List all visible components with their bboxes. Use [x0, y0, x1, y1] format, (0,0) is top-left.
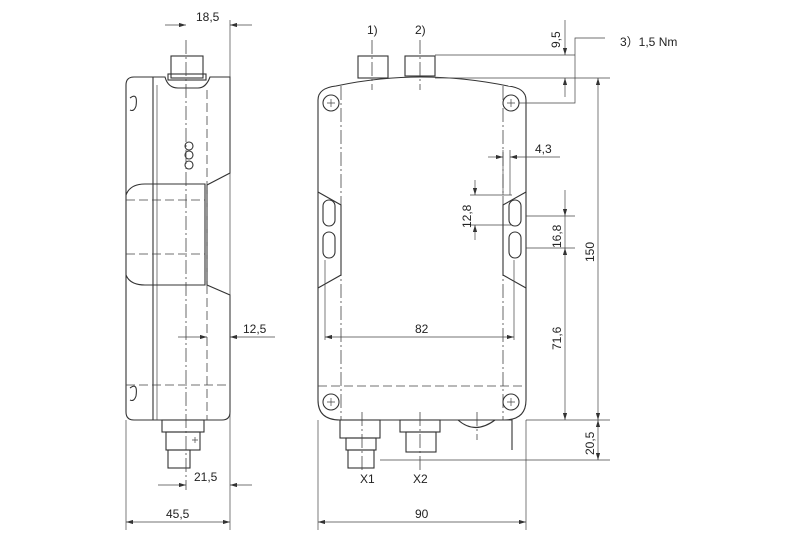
dim-45-5: 45,5 — [166, 507, 190, 521]
dim-18-5: 18,5 — [196, 10, 220, 24]
connector-x1-label: X1 — [360, 472, 375, 486]
dim-12-5: 12,5 — [243, 322, 267, 336]
dim-20-5: 20,5 — [583, 431, 597, 455]
dim-82: 82 — [415, 322, 429, 336]
note-1: 1) — [367, 23, 378, 37]
note-3-torque: 3）1,5 Nm — [620, 35, 677, 49]
side-view: 18,5 12,5 21,5 45,5 — [125, 10, 275, 530]
front-view: 1) 2) X1 X2 3）1,5 Nm 9,5 150 20,5 71,6 1… — [317, 20, 677, 530]
dim-16-8: 16,8 — [550, 224, 564, 248]
dim-9-5: 9,5 — [549, 31, 563, 48]
dim-21-5: 21,5 — [194, 470, 218, 484]
note-2: 2) — [415, 23, 426, 37]
dim-71-6: 71,6 — [550, 326, 564, 350]
connector-x2-label: X2 — [413, 472, 428, 486]
dim-12-8: 12,8 — [460, 204, 474, 228]
dim-4-3: 4,3 — [535, 142, 552, 156]
dim-90: 90 — [415, 507, 429, 521]
dim-150: 150 — [583, 242, 597, 262]
screw-icon — [322, 94, 520, 411]
